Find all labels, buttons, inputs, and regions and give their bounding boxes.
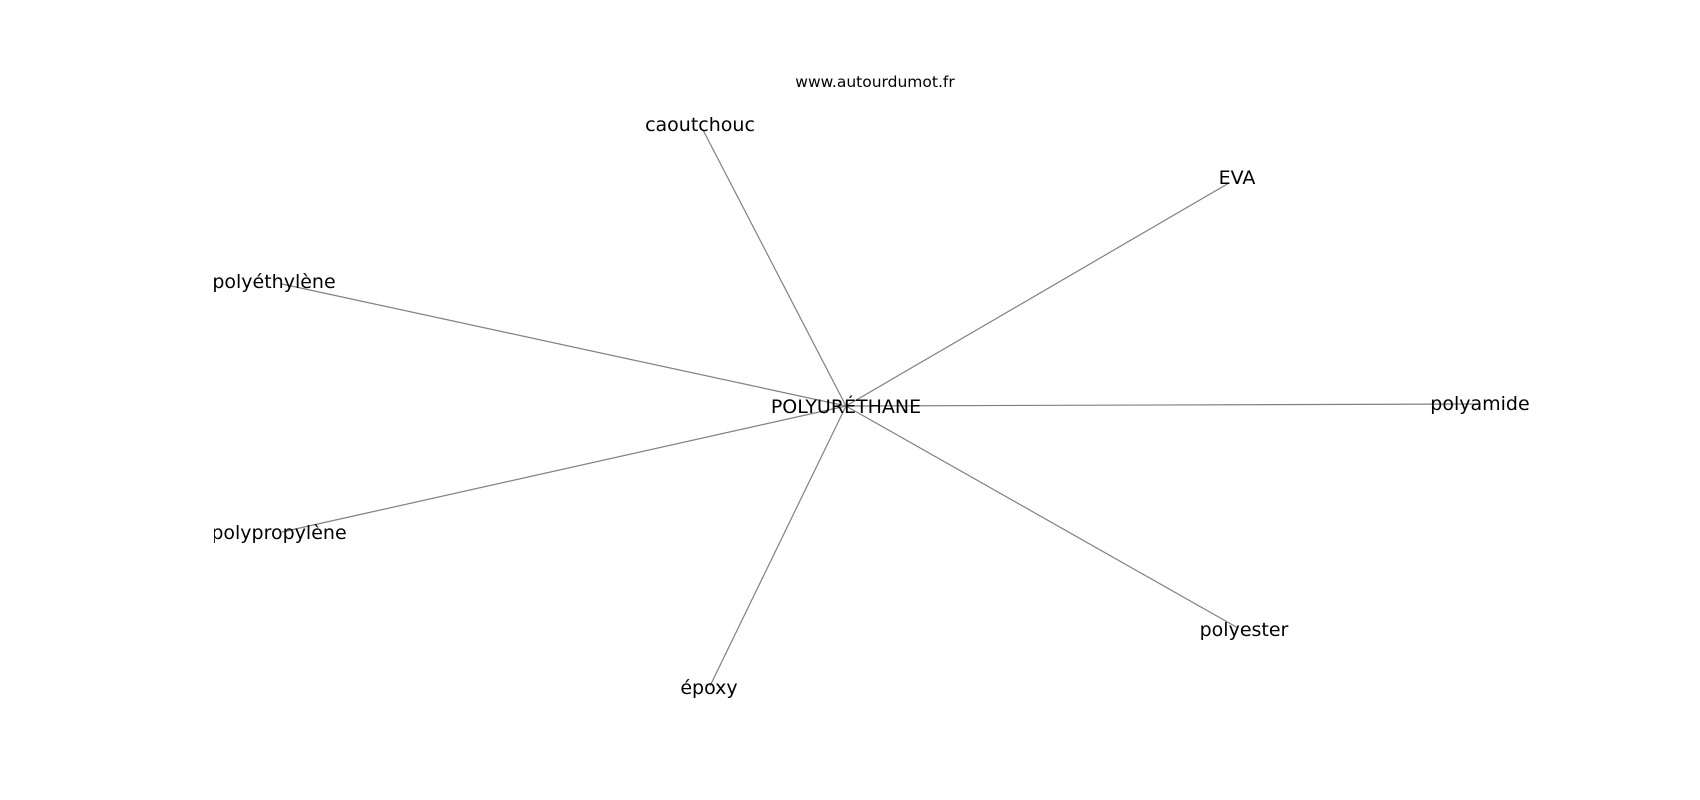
source-url: www.autourdumot.fr (795, 73, 955, 91)
node-label-polyester[interactable]: polyester (1200, 619, 1289, 641)
node-label-epoxy[interactable]: époxy (680, 677, 737, 699)
edge-polyethylene (281, 283, 847, 407)
node-label-eva[interactable]: EVA (1219, 167, 1256, 189)
edge-caoutchouc (702, 129, 847, 407)
node-label-caoutchouc[interactable]: caoutchouc (645, 114, 755, 136)
edge-polyamide (845, 403, 1475, 407)
edge-eva (845, 182, 1230, 407)
node-label-polyamide[interactable]: polyamide (1430, 393, 1529, 415)
center-node-label: POLYURÉTHANE (771, 395, 921, 418)
edge-polyester (845, 405, 1239, 629)
node-label-polypropylene[interactable]: polypropylène (211, 522, 347, 544)
node-label-polyethylene[interactable]: polyéthylène (212, 271, 336, 293)
edge-epoxy (709, 405, 847, 687)
edge-polypropylene (281, 405, 847, 533)
